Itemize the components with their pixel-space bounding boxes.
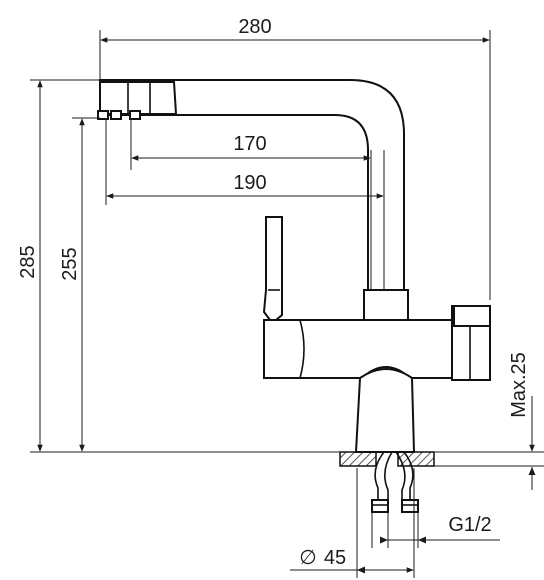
label-170: 170 [233,133,266,155]
base-column [354,368,416,453]
aerator-head [99,81,178,115]
mixer-body [263,319,469,379]
label-g12: G1/2 [448,514,491,536]
label-max25: Max.25 [508,352,530,418]
label-255: 255 [59,247,81,280]
lever-handle [262,216,283,321]
diameter-symbol: ∅ [299,547,316,569]
faucet-body [97,79,491,513]
label-285: 285 [17,245,39,278]
filter-valve-cap [453,305,491,327]
countertop-left [339,451,377,467]
dimension-labels: 280 170 190 285 255 Max.25 G1/2 ∅ 45 [17,16,530,569]
label-280: 280 [238,16,271,38]
dimension-lines [30,30,544,578]
body-left-cap [299,319,305,379]
aerator-tip-left [97,110,109,120]
countertop-right [397,451,435,467]
label-diameter-45: 45 [324,547,346,569]
aerator-tip-right [129,110,141,120]
aerator-tip-mid [110,110,122,120]
label-190: 190 [233,172,266,194]
